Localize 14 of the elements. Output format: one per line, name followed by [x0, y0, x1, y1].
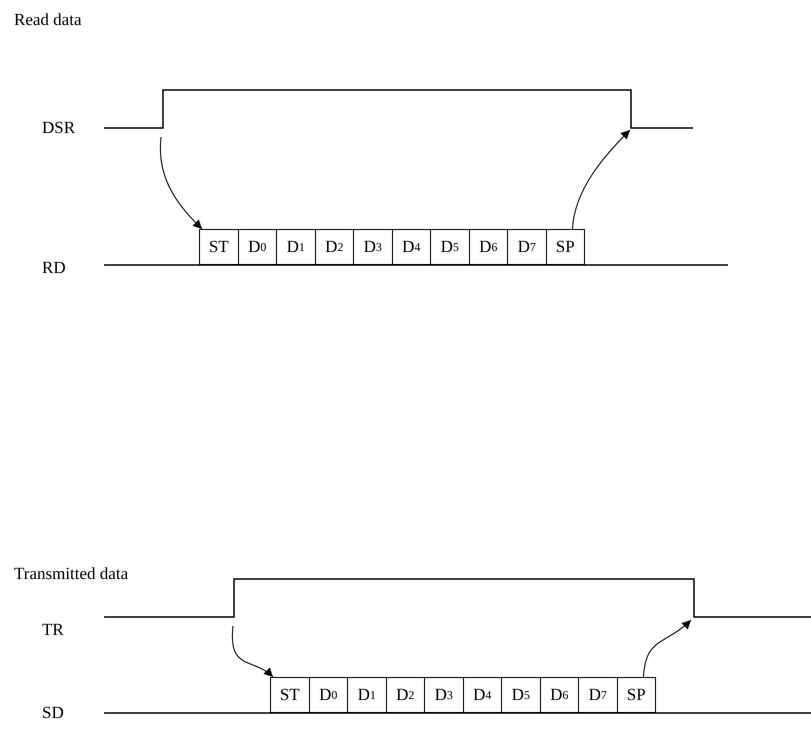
signal-name: SD — [42, 703, 64, 723]
arrow — [160, 136, 202, 230]
signal-name: RD — [42, 258, 66, 278]
data-bit-cell: ST — [199, 229, 238, 265]
section-heading: Read data — [14, 10, 82, 30]
arrow — [232, 626, 274, 678]
data-bit-cell: ST — [270, 677, 310, 713]
data-bit-cell: SP — [546, 229, 585, 265]
section-heading: Transmitted data — [14, 564, 128, 584]
signal-name: DSR — [42, 118, 76, 138]
data-bit-cell: SP — [616, 677, 656, 713]
arrow — [572, 130, 630, 230]
signal-name: TR — [42, 620, 64, 640]
arrow — [642, 620, 692, 678]
